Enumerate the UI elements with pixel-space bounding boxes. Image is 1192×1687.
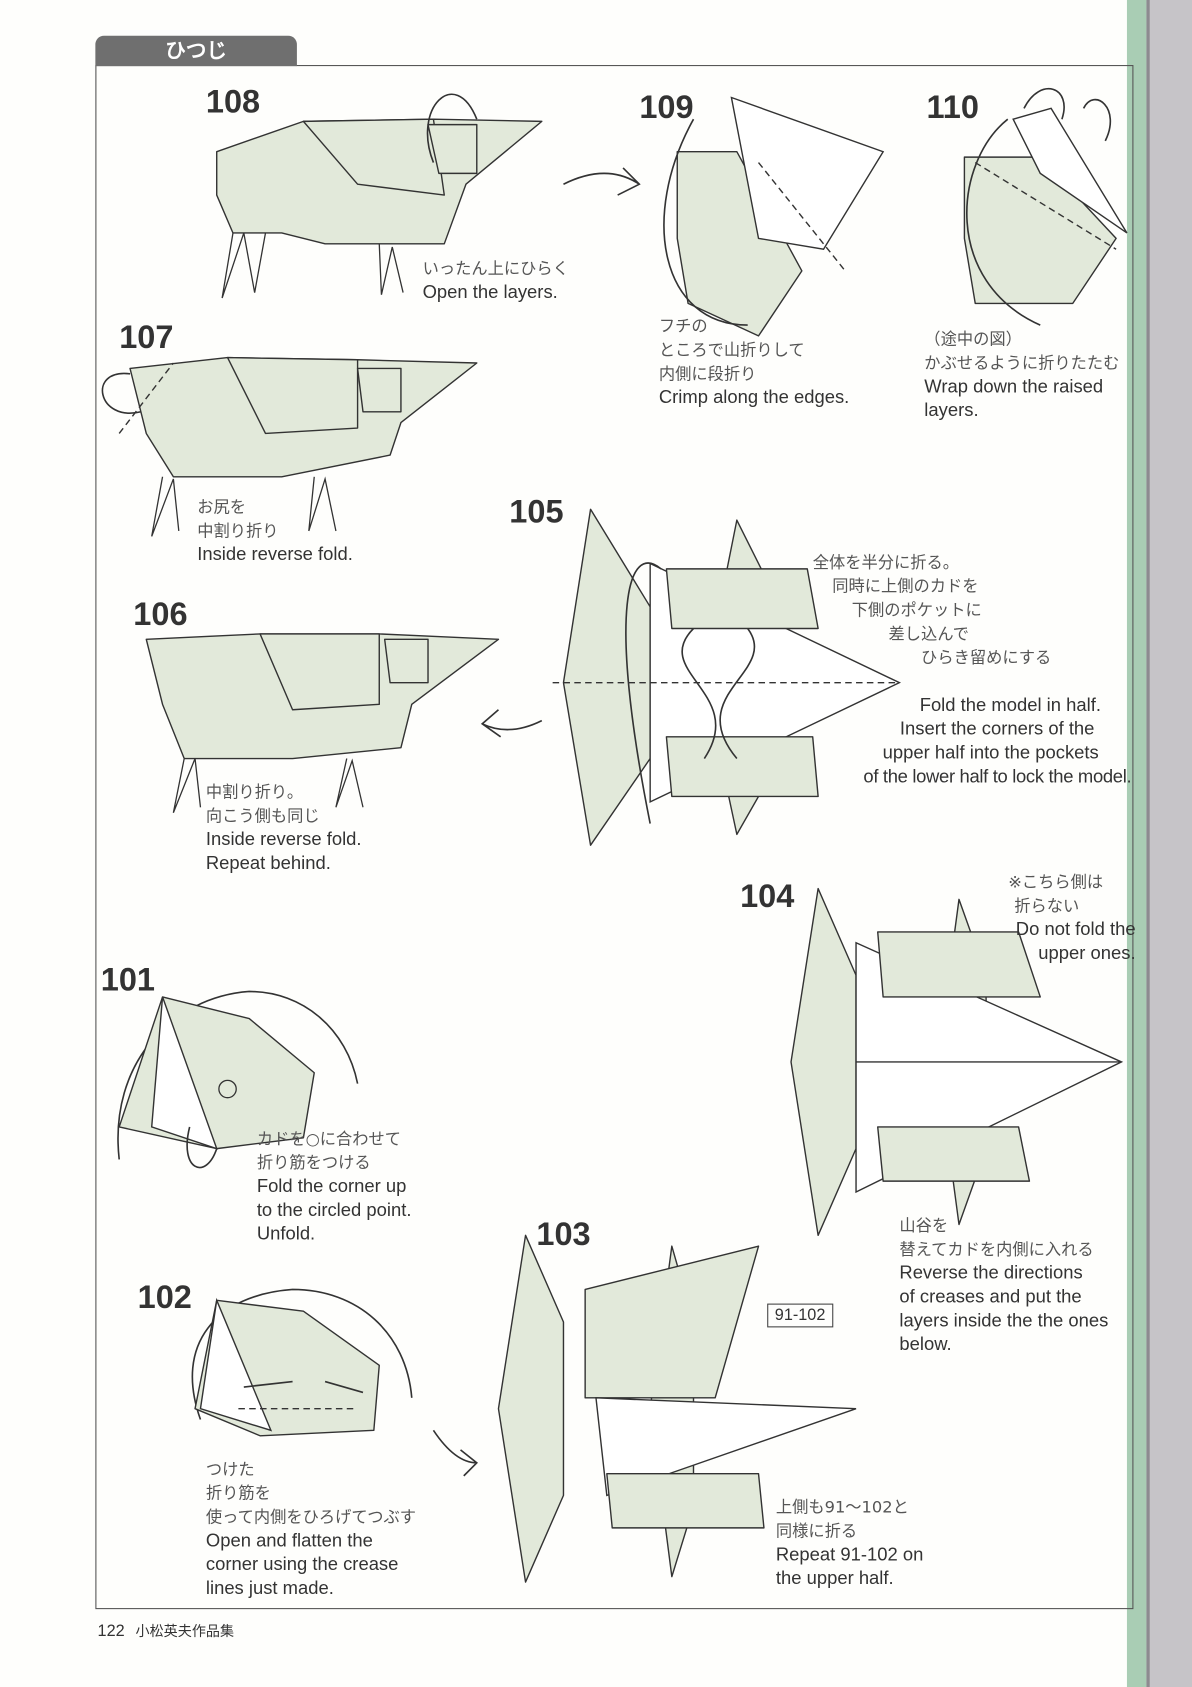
step-number-110: 110 — [926, 89, 979, 126]
caption-jp: 向こう側も同じ — [205, 806, 320, 826]
step-105-diagram — [552, 508, 902, 846]
caption-en: Fold the model in half. — [919, 694, 1101, 716]
step-number-106: 106 — [133, 597, 188, 633]
caption-jp: 内側に段折り — [658, 364, 757, 384]
caption-en: Repeat behind. — [205, 852, 331, 874]
caption-jp: 全体を半分に折る。 — [812, 552, 960, 573]
step-108-diagram — [216, 93, 641, 299]
caption-jp: つけた — [205, 1459, 255, 1480]
step-109-diagram — [663, 96, 885, 337]
caption-en: to the circled point. — [256, 1199, 412, 1221]
step-number-103: 103 — [536, 1216, 591, 1253]
page-footer: 122 小松英夫作品集 — [97, 1620, 245, 1641]
caption-jp: 上側も91～102と — [775, 1497, 909, 1518]
step-106-diagram — [145, 633, 543, 813]
step-102-diagram — [191, 1288, 479, 1477]
caption-en: upper half into the pockets — [882, 742, 1099, 763]
caption-en: Open the layers. — [422, 281, 558, 303]
caption-en: upper ones. — [1038, 942, 1136, 964]
caption-jp: 折り筋をつける — [256, 1152, 371, 1173]
caption-en: Do not fold the — [1015, 918, 1136, 940]
caption-jp: 山谷を — [899, 1215, 949, 1236]
step-103-diagram — [497, 1234, 857, 1583]
diagram-frame — [95, 65, 1134, 1610]
caption-en: layers inside the the ones — [899, 1310, 1109, 1331]
step-102-caption: つけた折り筋を使って内側をひろげてつぶす Open and flatten the… — [206, 1457, 416, 1600]
caption-jp: いったん上にひらく — [422, 258, 569, 279]
caption-jp: 同時に上側のカドを — [832, 576, 979, 596]
caption-jp: かぶせるように折りたたむ — [924, 353, 1120, 373]
caption-jp: フチの — [658, 316, 708, 336]
caption-jp: 替えてカドを内側に入れる — [899, 1239, 1094, 1260]
caption-en: Unfold. — [256, 1223, 316, 1244]
step-101-diagram — [117, 990, 359, 1169]
step-number-107: 107 — [119, 319, 174, 356]
caption-jp: 使って内側をひろげてつぶす — [205, 1507, 417, 1527]
step-105-caption-jp: 全体を半分に折る。同時に上側のカドを下側のポケットに差し込んでひらき留めにする — [813, 550, 1052, 669]
caption-jp: 折り筋を — [205, 1483, 271, 1503]
caption-jp: ところで山折りして — [658, 340, 805, 360]
caption-jp: 同様に折る — [775, 1521, 858, 1541]
caption-jp: 折らない — [1014, 896, 1080, 916]
step-number-105: 105 — [509, 494, 564, 530]
caption-jp: （途中の図） — [924, 329, 1022, 349]
step-number-101: 101 — [100, 962, 156, 998]
page-number: 122 — [97, 1622, 125, 1641]
section-tab: ひつじ — [95, 35, 297, 67]
caption-en: corner using the crease — [205, 1553, 399, 1575]
caption-jp: お尻を — [197, 497, 246, 517]
caption-jp: 中割り折り。 — [205, 782, 304, 802]
caption-en: lines just made. — [205, 1577, 334, 1599]
step-number-104: 104 — [740, 878, 795, 915]
caption-jp: カドを○に合わせて — [256, 1129, 402, 1149]
caption-en: Fold the corner up — [256, 1175, 407, 1197]
caption-jp: 下側のポケットに — [851, 600, 982, 620]
caption-en: below. — [899, 1333, 952, 1355]
caption-en: Inside reverse fold. — [205, 828, 362, 850]
caption-jp: 中割り折り — [197, 521, 279, 541]
caption-en: Reverse the directions — [899, 1262, 1083, 1283]
caption-en: layers. — [924, 399, 979, 421]
step-104-diagram — [790, 887, 1124, 1237]
step-reference-box: 91-102 — [767, 1303, 833, 1328]
caption-jp: ※こちら側は — [1008, 872, 1104, 892]
page-edge — [1126, 0, 1147, 1687]
caption-en: the upper half. — [775, 1567, 894, 1589]
caption-en: Wrap down the raised — [924, 376, 1104, 397]
caption-jp: ひらき留めにする — [921, 647, 1052, 668]
step-107-diagram — [101, 356, 478, 537]
step-number-108: 108 — [205, 84, 261, 121]
caption-en: Inside reverse fold. — [197, 543, 353, 565]
caption-en: Insert the corners of the — [899, 718, 1095, 740]
caption-en: of creases and put the — [899, 1286, 1082, 1307]
step-number-109: 109 — [639, 89, 694, 126]
caption-en: Crimp along the edges. — [658, 386, 850, 408]
step-number-102: 102 — [137, 1279, 192, 1316]
caption-en: of the lower half to lock the model. — [863, 766, 1132, 787]
step-110-diagram — [963, 88, 1128, 326]
scan-background — [1146, 0, 1192, 1687]
book-title: 小松英夫作品集 — [135, 1623, 235, 1640]
caption-en: Repeat 91-102 on — [775, 1544, 924, 1565]
caption-jp: 差し込んで — [888, 624, 970, 644]
step-105-caption-en: Fold the model in half.Insert the corner… — [863, 694, 1131, 789]
caption-en: Open and flatten the — [205, 1530, 373, 1551]
